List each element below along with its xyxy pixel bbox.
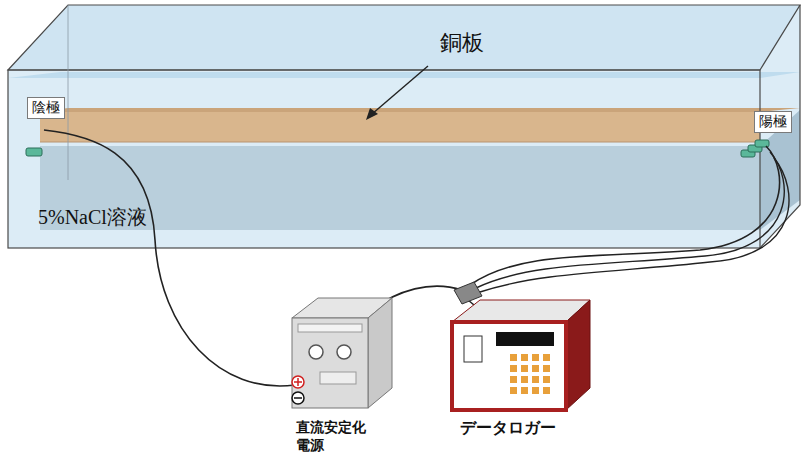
- keypad-key: [532, 376, 539, 383]
- keypad-key: [532, 387, 539, 394]
- electrode-label-box: 陰極: [27, 97, 65, 119]
- electrode-label: 陰極: [32, 99, 60, 117]
- keypad-key: [521, 387, 528, 394]
- solution-label: 5%NaCl溶液: [38, 204, 147, 231]
- keypad-key: [510, 387, 517, 394]
- keypad-key: [510, 376, 517, 383]
- keypad-key: [532, 365, 539, 372]
- electrode-label: 陽極: [759, 113, 787, 131]
- keypad-key: [543, 354, 550, 361]
- keypad-key: [543, 387, 550, 394]
- device-label: データロガー: [460, 418, 556, 439]
- part-label: 銅板: [440, 28, 484, 58]
- keypad-key: [532, 354, 539, 361]
- keypad-key: [521, 376, 528, 383]
- keypad-key: [521, 365, 528, 372]
- keypad-key: [510, 354, 517, 361]
- device-label: 直流安定化 電源: [296, 418, 369, 454]
- electrode-label-box: 陽極: [754, 111, 792, 133]
- keypad-key: [521, 354, 528, 361]
- keypad-key: [543, 376, 550, 383]
- keypad-key: [510, 365, 517, 372]
- keypad-key: [543, 365, 550, 372]
